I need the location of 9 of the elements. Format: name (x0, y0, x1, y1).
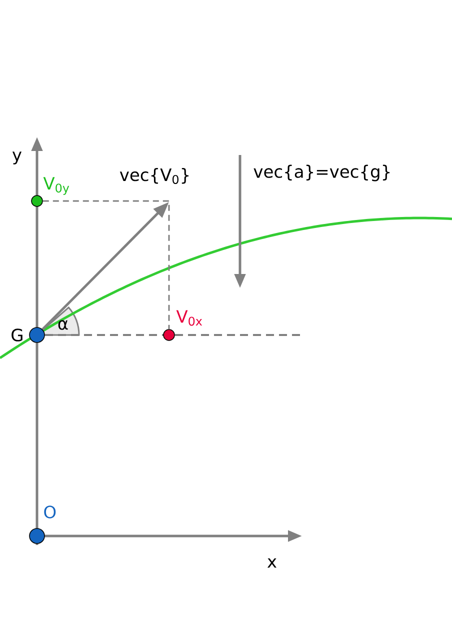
point-label: V$_{0y}$ (43, 177, 70, 195)
point-label: G (12, 328, 22, 342)
axis-label: y (12, 152, 22, 164)
axis-label: x (267, 558, 276, 568)
point-label: O (44, 506, 56, 518)
point-label: V$_{0x}$ (176, 310, 202, 326)
edge-label: vec{V$_{0}$} (120, 168, 188, 184)
acceleration-label: vec{a}=vec{g} (254, 164, 390, 182)
angle-label: α (58, 320, 68, 330)
